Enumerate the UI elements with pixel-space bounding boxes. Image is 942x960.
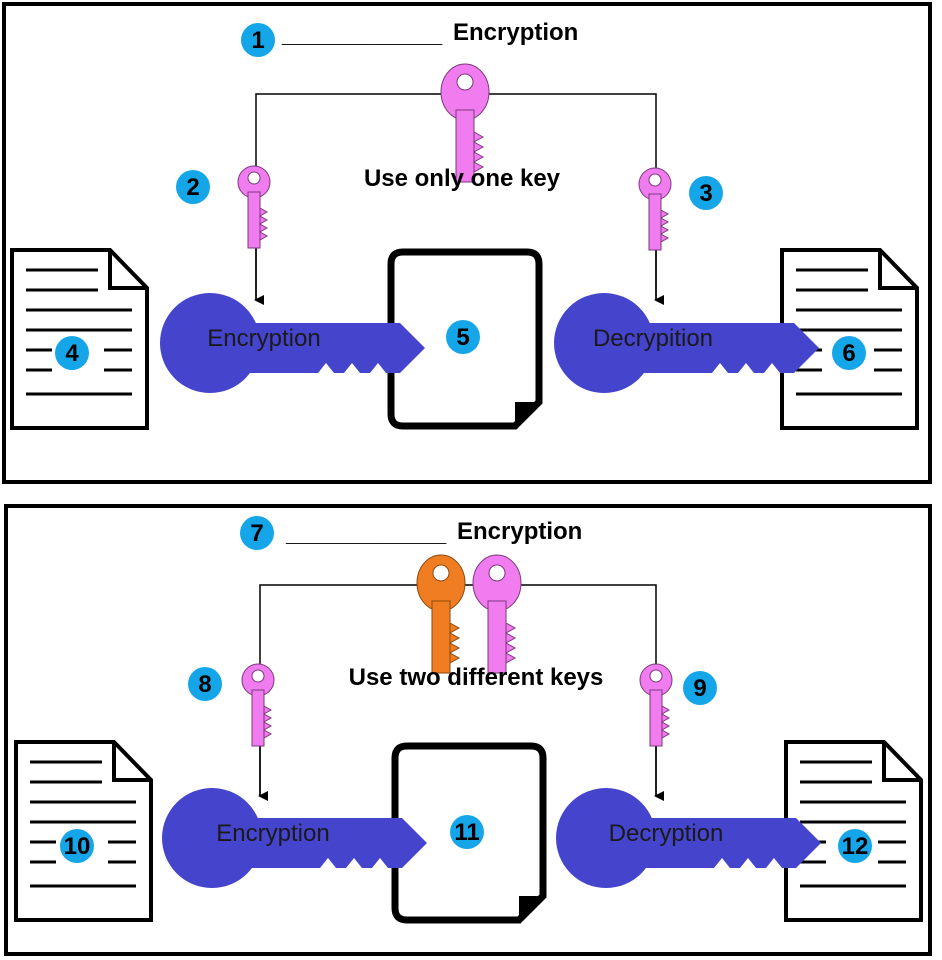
badge-5 [446,320,480,354]
badge-9 [683,671,717,705]
badge-5-number: 5 [456,324,469,351]
badge-6-number: 6 [842,340,855,367]
badge-12-number: 12 [842,833,869,860]
badge-12 [838,829,872,863]
decryption-label: Decrypition [593,325,713,352]
badge-9-number: 9 [693,675,706,702]
badge-11-number: 11 [454,819,479,846]
title-blank: ____________ [281,21,443,48]
decryption-label: Decryption [609,820,724,847]
badge-7 [240,516,274,550]
title-word: Encryption [457,518,582,545]
badge-2 [176,170,210,204]
badge-3-number: 3 [699,180,712,207]
title-word: Encryption [453,19,578,46]
badge-4 [55,336,89,370]
badge-2-number: 2 [186,174,199,201]
panel-symmetric: 1 ____________ Encryption Use only one k… [2,2,932,484]
badge-10-number: 10 [64,833,91,860]
badge-4-number: 4 [65,340,79,367]
panel-asymmetric: 7 ____________ Encryption Use two differ… [4,504,932,956]
badge-8 [188,667,222,701]
encryption-label: Encryption [216,820,329,847]
badge-8-number: 8 [198,671,211,698]
caption: Use only one key [364,165,561,192]
badge-7-number: 7 [250,520,263,547]
badge-1-number: 1 [251,27,264,54]
badge-6 [832,336,866,370]
badge-3 [689,176,723,210]
badge-11 [450,815,484,849]
badge-1 [241,23,275,57]
encryption-label: Encryption [207,325,320,352]
title-blank: ____________ [285,520,447,547]
badge-10 [60,829,94,863]
caption: Use two different keys [349,664,604,691]
